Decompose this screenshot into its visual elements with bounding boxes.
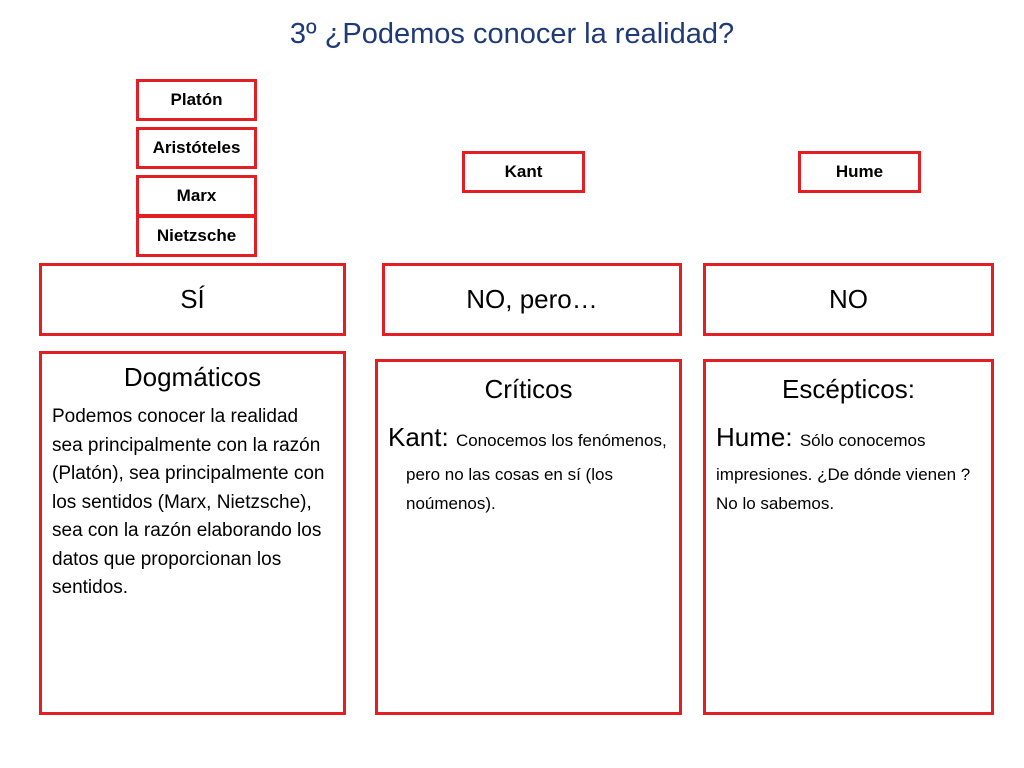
dogmaticos-box: Dogmáticos Podemos conocer la realidad s…	[39, 351, 346, 715]
philosopher-box-hume: Hume	[798, 151, 921, 193]
escepticos-line: Hume: Sólo conocemos impresiones. ¿De dó…	[716, 415, 981, 518]
dogmaticos-text: Podemos conocer la realidad sea principa…	[52, 406, 325, 599]
escepticos-text: Sólo conocemos impresiones. ¿De dónde vi…	[716, 431, 971, 514]
criticos-text: Conocemos los fenómenos, pero no las cos…	[406, 431, 667, 514]
dogmaticos-heading: Dogmáticos	[123, 362, 262, 392]
escepticos-lead: Hume:	[716, 422, 800, 453]
philosopher-box-nietzsche: Nietzsche	[136, 215, 257, 257]
philosopher-box-kant: Kant	[462, 151, 585, 193]
answer-box-si: SÍ	[39, 263, 346, 336]
slide-title: 3º ¿Podemos conocer la realidad?	[289, 18, 735, 50]
escepticos-heading: Escépticos:	[782, 374, 915, 404]
answer-box-no-pero: NO, pero…	[382, 263, 682, 336]
philosopher-box-marx: Marx	[136, 175, 257, 217]
philosopher-box-platon: Platón	[136, 79, 257, 121]
criticos-line: Kant: Conocemos los fenómenos, pero no l…	[388, 415, 669, 518]
criticos-lead: Kant:	[388, 422, 456, 453]
escepticos-box: Escépticos: Hume: Sólo conocemos impresi…	[703, 359, 994, 715]
criticos-heading: Críticos	[484, 374, 573, 404]
criticos-box: Críticos Kant: Conocemos los fenómenos, …	[375, 359, 682, 715]
answer-box-no: NO	[703, 263, 994, 336]
philosopher-box-aristoteles: Aristóteles	[136, 127, 257, 169]
